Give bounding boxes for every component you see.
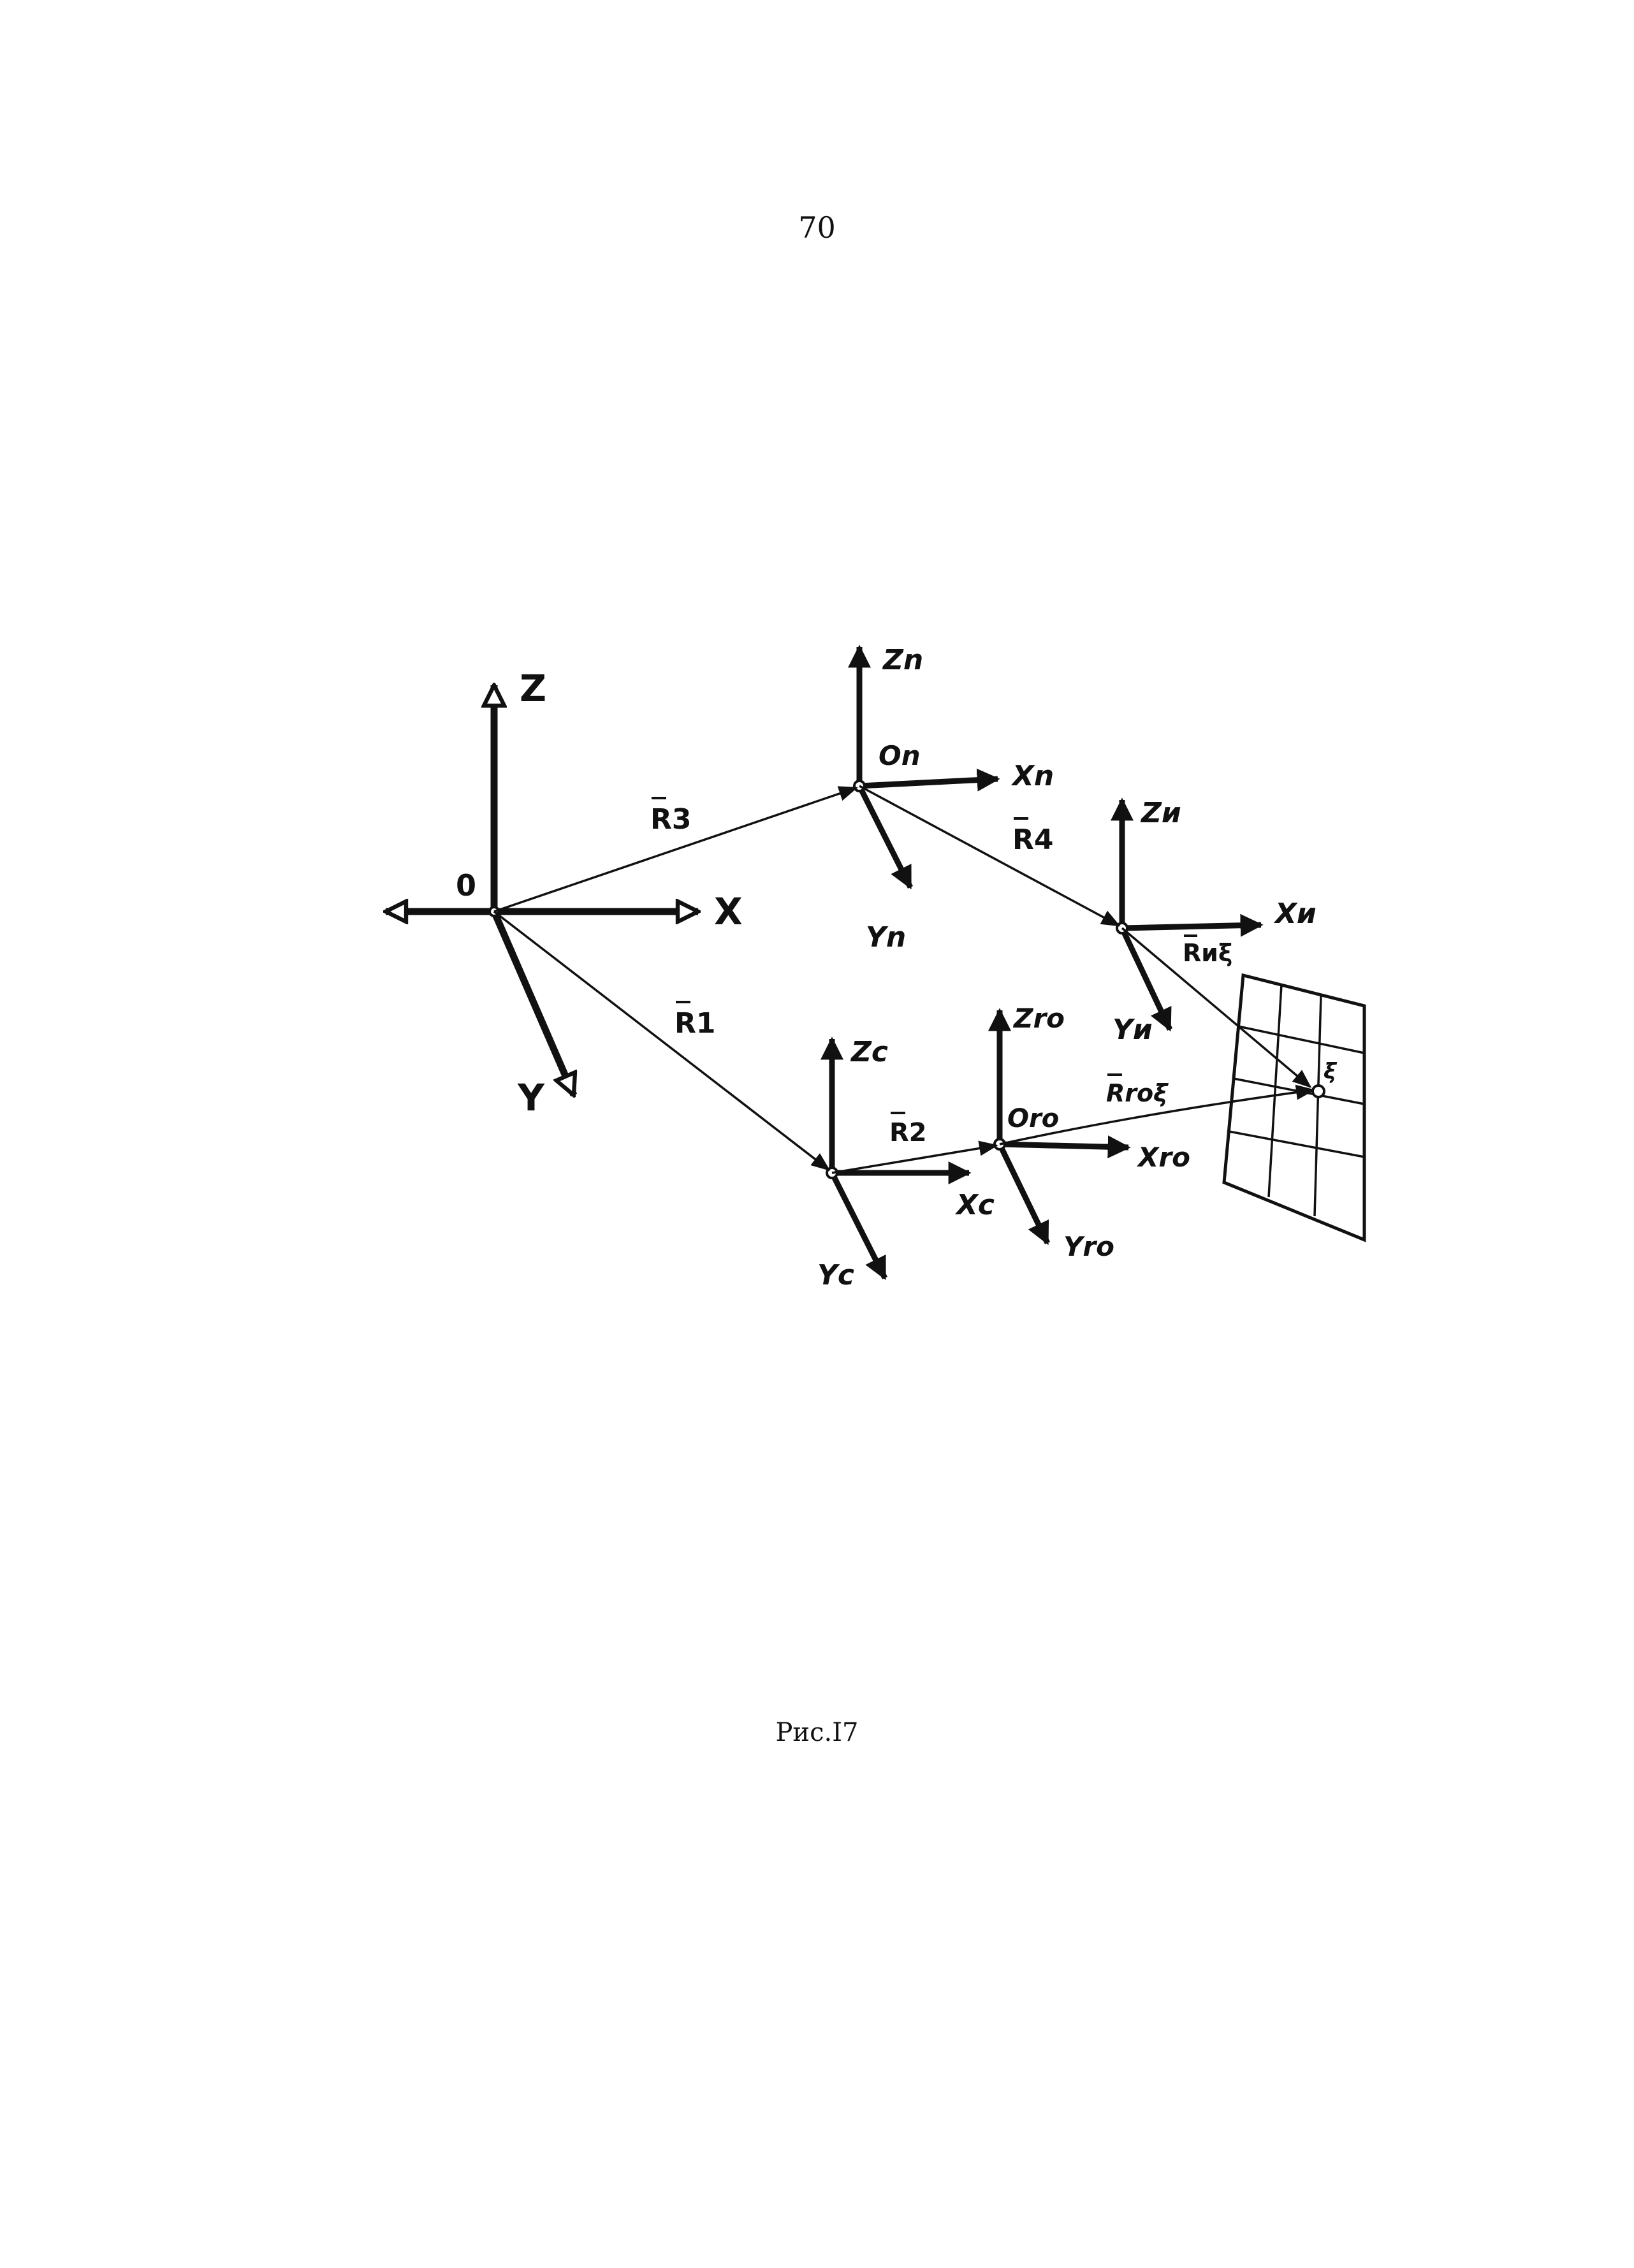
target-grid: ξ bbox=[1222, 973, 1366, 1242]
axis-yi bbox=[1119, 927, 1173, 1032]
label-r4: R4 bbox=[1012, 824, 1054, 856]
label-y: Y bbox=[517, 1076, 545, 1119]
axis-xn bbox=[859, 768, 1000, 792]
axis-yro bbox=[996, 1143, 1051, 1246]
target-point bbox=[1311, 1084, 1325, 1098]
label-r2: R2 bbox=[889, 1118, 927, 1147]
axis-y bbox=[490, 910, 574, 1095]
label-oro: Oro bbox=[1007, 1104, 1059, 1133]
frame-ro: Zro Oro Xro Yro bbox=[988, 1003, 1190, 1262]
figure-caption: Рис.I7 bbox=[775, 1718, 859, 1747]
label-yn: Yn bbox=[866, 921, 906, 954]
vector-rixi bbox=[1121, 927, 1312, 1088]
label-xn: Xn bbox=[1010, 760, 1054, 792]
vectors: R3 R4 R1 R2 Rroξ Rиξ bbox=[493, 785, 1315, 1174]
label-xc: Xc bbox=[954, 1189, 995, 1221]
label-rroxi: Rroξ bbox=[1106, 1079, 1169, 1107]
grid-border bbox=[1222, 973, 1366, 1242]
vector-r4 bbox=[859, 785, 1121, 927]
axis-xi bbox=[1121, 913, 1264, 937]
frame-o: 0 Z X Y bbox=[386, 667, 743, 1119]
vector-r3 bbox=[493, 786, 858, 913]
label-xi: Xи bbox=[1273, 898, 1317, 930]
vector-r2 bbox=[831, 1140, 998, 1174]
label-r3: R3 bbox=[650, 803, 692, 836]
axis-yn bbox=[856, 784, 914, 890]
vector-r1 bbox=[493, 910, 831, 1171]
frame-n: Zn On Xn Yn bbox=[848, 644, 1054, 954]
label-zn: Zn bbox=[882, 644, 923, 676]
label-target-point: ξ bbox=[1324, 1059, 1338, 1084]
label-xro: Xro bbox=[1136, 1142, 1190, 1173]
page-number: 70 bbox=[798, 210, 836, 245]
axis-yc bbox=[829, 1171, 888, 1281]
label-zro: Zro bbox=[1012, 1003, 1065, 1034]
label-r1: R1 bbox=[675, 1007, 716, 1040]
label-on: On bbox=[879, 740, 921, 771]
label-o: 0 bbox=[456, 868, 476, 903]
label-yc: Yc bbox=[817, 1259, 854, 1291]
label-rixi: Rиξ bbox=[1183, 939, 1232, 967]
label-zc: Zc bbox=[850, 1036, 888, 1068]
label-x: X bbox=[714, 890, 743, 933]
frame-i: Zи Xи Yи bbox=[1111, 797, 1317, 1046]
label-z: Z bbox=[520, 667, 546, 710]
label-zi: Zи bbox=[1140, 797, 1181, 829]
frame-c: Zc Xc Yc bbox=[817, 1036, 995, 1291]
vector-rroxi bbox=[999, 1084, 1315, 1145]
axis-xro bbox=[999, 1135, 1131, 1159]
label-yi: Yи bbox=[1112, 1014, 1153, 1046]
label-yro: Yro bbox=[1063, 1231, 1114, 1262]
